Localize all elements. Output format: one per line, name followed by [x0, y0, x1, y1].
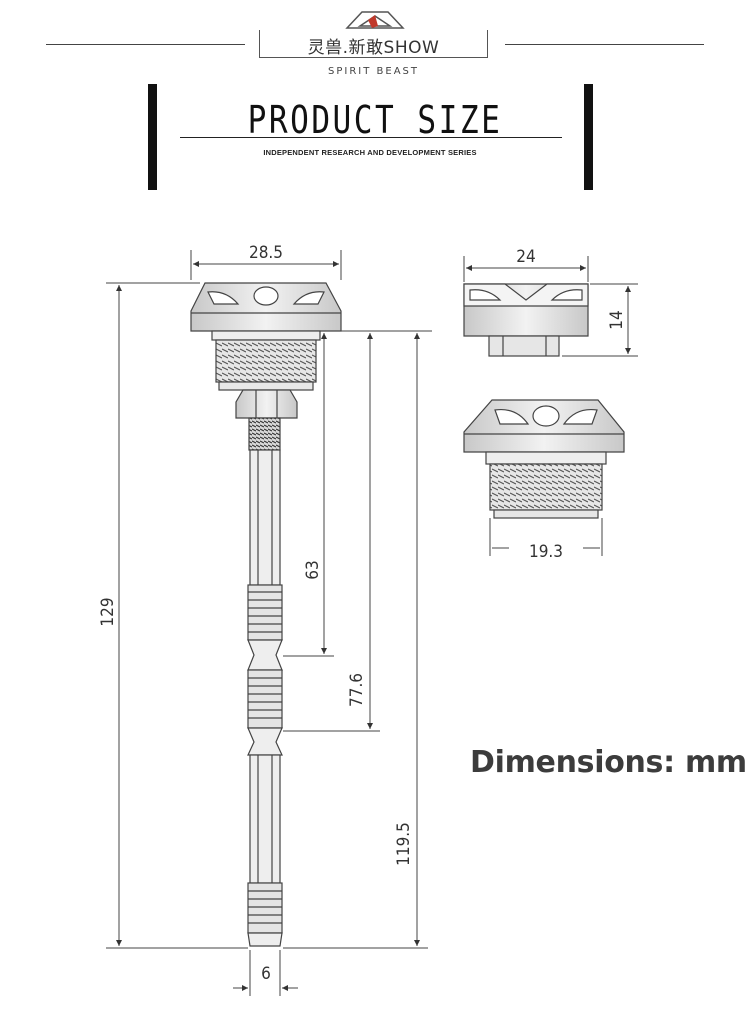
- dim-label-length-77-6: 77.6: [347, 673, 367, 707]
- title-bar-left: [148, 84, 157, 190]
- cap-side-view: [463, 283, 589, 357]
- cap-perspective-view: [463, 399, 625, 519]
- brand-name: 灵兽.新敢SHOW: [307, 38, 440, 58]
- header-rule-left: [46, 44, 245, 45]
- dim-label-cap-height: 14: [607, 310, 627, 329]
- dim-label-total-length: 129: [98, 597, 118, 626]
- dim-label-cap-width: 24: [516, 247, 535, 267]
- title-bar-right: [584, 84, 593, 190]
- units-label: Dimensions: mm: [470, 745, 747, 780]
- dimension-lines-main: [106, 250, 432, 996]
- dim-label-top-width: 28.5: [249, 243, 283, 263]
- brand-logo-icon: [345, 11, 405, 29]
- page-subtitle: INDEPENDENT RESEARCH AND DEVELOPMENT SER…: [263, 148, 477, 157]
- dim-label-length-63: 63: [303, 560, 323, 579]
- dimension-lines-cap: [463, 256, 638, 357]
- dim-label-length-119-5: 119.5: [394, 822, 414, 866]
- brand-tagline: SPIRIT BEAST: [328, 66, 419, 77]
- header-rule-right: [505, 44, 704, 45]
- title-underline: [180, 137, 562, 138]
- dim-label-thread-diameter: 19.3: [529, 542, 563, 562]
- dimension-lines-thread: [489, 518, 603, 556]
- brand-frame: [259, 30, 488, 58]
- dipstick-main: [190, 282, 342, 947]
- page-title: PRODUCT SIZE: [247, 98, 503, 142]
- dim-label-rod-width: 6: [261, 964, 271, 984]
